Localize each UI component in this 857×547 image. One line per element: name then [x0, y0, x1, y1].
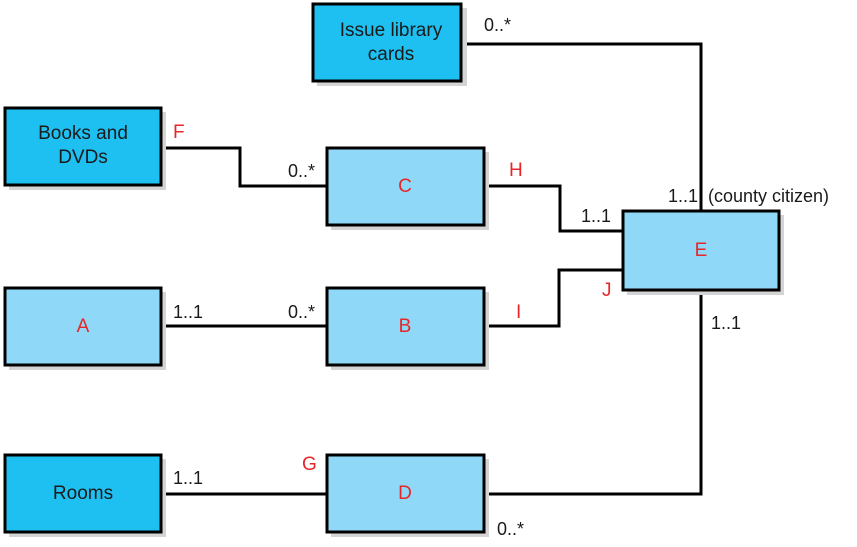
mult-d-bottom: 0..*: [497, 519, 524, 539]
entity-c-label: C: [398, 176, 412, 197]
entity-issue-library-cards-line2: cards: [368, 44, 414, 65]
connector-issue-cards-e: [462, 42, 703, 210]
connector-books-c: [163, 146, 327, 188]
mult-e-left-upper: 1..1: [581, 206, 611, 226]
blank-label-f: F: [173, 122, 185, 143]
entity-rooms-label: Rooms: [53, 483, 113, 504]
entity-c: C: [325, 146, 489, 230]
connector-c-e: [486, 184, 623, 233]
mult-a-right: 1..1: [173, 302, 203, 322]
blank-label-h: H: [509, 160, 523, 181]
entity-issue-library-cards-line1: Issue library: [340, 20, 443, 41]
entity-rooms: Rooms: [3, 453, 166, 537]
mult-e-top: 1..1: [668, 186, 698, 206]
mult-e-top-note: (county citizen): [708, 186, 829, 206]
mult-b-left: 0..*: [288, 302, 315, 322]
connector-d-e: [486, 293, 703, 496]
entity-b-label: B: [399, 316, 412, 337]
entity-books-and-dvds-line1: Books and: [38, 123, 128, 144]
entity-d-label: D: [398, 483, 412, 504]
blank-label-i: I: [516, 302, 521, 323]
entity-issue-library-cards: Issue library cards: [311, 2, 467, 86]
entity-books-and-dvds: Books and DVDs: [3, 106, 166, 190]
entity-books-and-dvds-line2: DVDs: [58, 147, 108, 168]
mult-issue-cards-end: 0..*: [484, 15, 511, 35]
connector-b-e: [486, 268, 623, 328]
mult-rooms-right: 1..1: [173, 468, 203, 488]
entity-a-label: A: [77, 316, 90, 337]
entity-e-label: E: [695, 240, 708, 261]
entity-e: E: [621, 209, 784, 295]
blank-label-j: J: [602, 280, 612, 301]
entity-d: D: [325, 453, 489, 537]
mult-c-left: 0..*: [288, 161, 315, 181]
entity-b: B: [325, 286, 489, 370]
blank-label-g: G: [302, 454, 317, 475]
mult-e-bottom: 1..1: [711, 313, 741, 333]
entity-a: A: [3, 286, 166, 370]
